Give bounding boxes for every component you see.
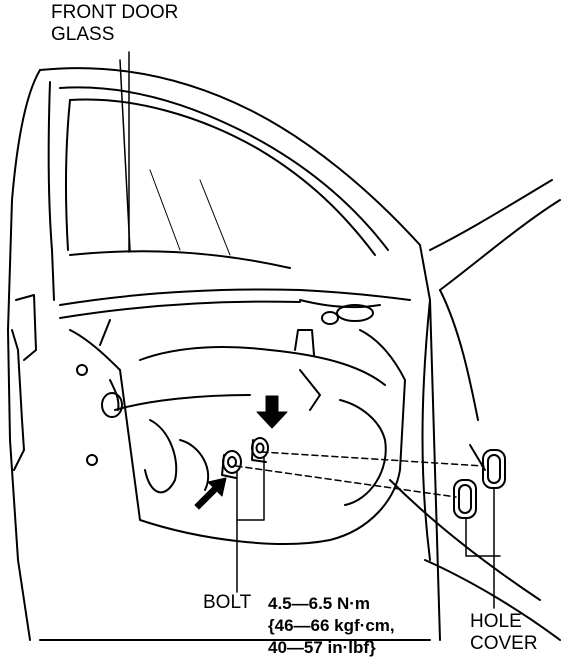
arrow-icon <box>194 477 227 510</box>
alignment-lines <box>235 451 485 498</box>
bolts <box>221 437 269 479</box>
body-panel <box>389 179 561 641</box>
door-frame <box>7 67 441 641</box>
torque-spec-nm: 4.5—6.5 N·m <box>268 594 371 613</box>
inner-panel <box>69 319 406 545</box>
front-door-glass-label-line2: GLASS <box>51 24 115 45</box>
hole-cover-icon <box>482 449 506 489</box>
torque-spec-kgfcm: {46—66 kgf·cm, <box>268 616 395 635</box>
beltline <box>59 288 411 325</box>
door-glass <box>69 59 291 269</box>
bolt-icon <box>251 437 269 459</box>
hole-cover-label-line1: HOLE <box>470 611 522 632</box>
hole-cover-label-line2: COVER <box>470 633 538 654</box>
torque-spec-inlbf: 40—57 in·lbf} <box>268 638 376 657</box>
leader-lines <box>128 51 501 609</box>
bolt-icon <box>222 450 242 474</box>
arrows <box>194 395 288 510</box>
front-door-glass-label-line1: FRONT DOOR <box>51 2 179 23</box>
bolt-label: BOLT <box>203 592 252 613</box>
front-door-glass-label: FRONT DOOR GLASS <box>51 2 178 46</box>
arrow-icon <box>256 395 288 429</box>
torque-spec: 4.5—6.5 N·m {46—66 kgf·cm, 40—57 in·lbf} <box>268 593 395 659</box>
hole-cover-icon <box>453 479 477 519</box>
hole-cover-label: HOLE COVER <box>470 611 538 655</box>
